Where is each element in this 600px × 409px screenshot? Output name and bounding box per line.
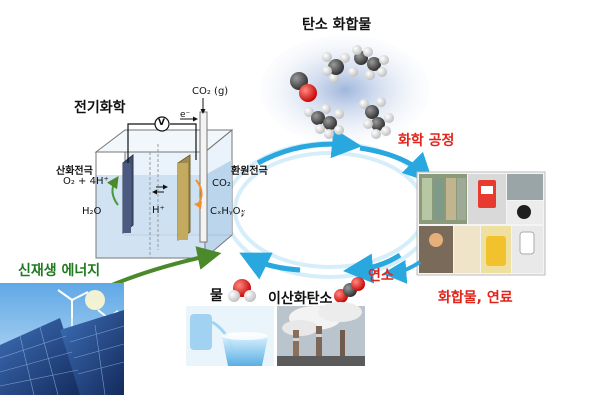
propane-molecule-icon (304, 104, 344, 139)
carbon-compound-molecules (290, 45, 394, 139)
cathode-plate (178, 163, 188, 240)
compounds-fuel-label: 화합물, 연료 (438, 290, 513, 306)
combustion-label: 연소 (368, 268, 394, 284)
anode-reaction-label: O₂ + 4H⁺ (63, 176, 109, 187)
voltmeter-icon (154, 116, 170, 132)
electrochemistry-label: 전기화학 (74, 100, 126, 116)
electrochemical-cell (94, 98, 234, 259)
cycle-arrow-top (256, 128, 362, 166)
co-molecule-icon (290, 72, 317, 102)
chemical-process-label: 화학 공정 (398, 133, 455, 149)
renewable-energy-label: 신재생 에너지 (18, 263, 101, 279)
solar-wind-photo (0, 283, 125, 396)
molecule-cloud (260, 35, 430, 145)
oxidation-electrode-label: 산화전극 (56, 166, 93, 177)
gas-inlet-tube (199, 111, 208, 243)
carbon-dioxide-label: 이산화탄소 (268, 291, 333, 307)
methane-molecule-icon (322, 52, 350, 83)
cycle-arrow-right (359, 145, 434, 184)
cathode-reactant-label: CO₂ (212, 178, 231, 189)
water-label: 물 (210, 288, 223, 304)
co2-gas-label: CO₂ (g) (192, 86, 229, 97)
smokestack-photo (277, 302, 365, 366)
proton-label: H⁺ (152, 205, 165, 216)
ethane-molecule-icon (348, 45, 389, 80)
products-collage-photo (416, 171, 546, 276)
co2-molecule-icon (334, 277, 365, 303)
combustion-arrow (382, 259, 422, 284)
cathode-product-label: CₓHᵧO𝓏 (210, 206, 246, 217)
water-molecule-icon (228, 279, 256, 302)
oxidation-arrow-icon (107, 176, 119, 206)
reduction-electrode-label: 환원전극 (231, 166, 268, 177)
electron-label: e⁻ (180, 110, 191, 120)
voltmeter-label: V (158, 118, 165, 128)
carbon-compounds-label: 탄소 화합물 (302, 17, 372, 33)
water-glass-photo (186, 306, 274, 366)
anode-reactant-label: H₂O (82, 206, 102, 217)
cycle-arrow-bottom-left (239, 252, 301, 280)
butane-molecule-icon (359, 97, 394, 139)
cycle-arrow-bottom-right (343, 252, 402, 284)
anode-plate (123, 163, 131, 233)
